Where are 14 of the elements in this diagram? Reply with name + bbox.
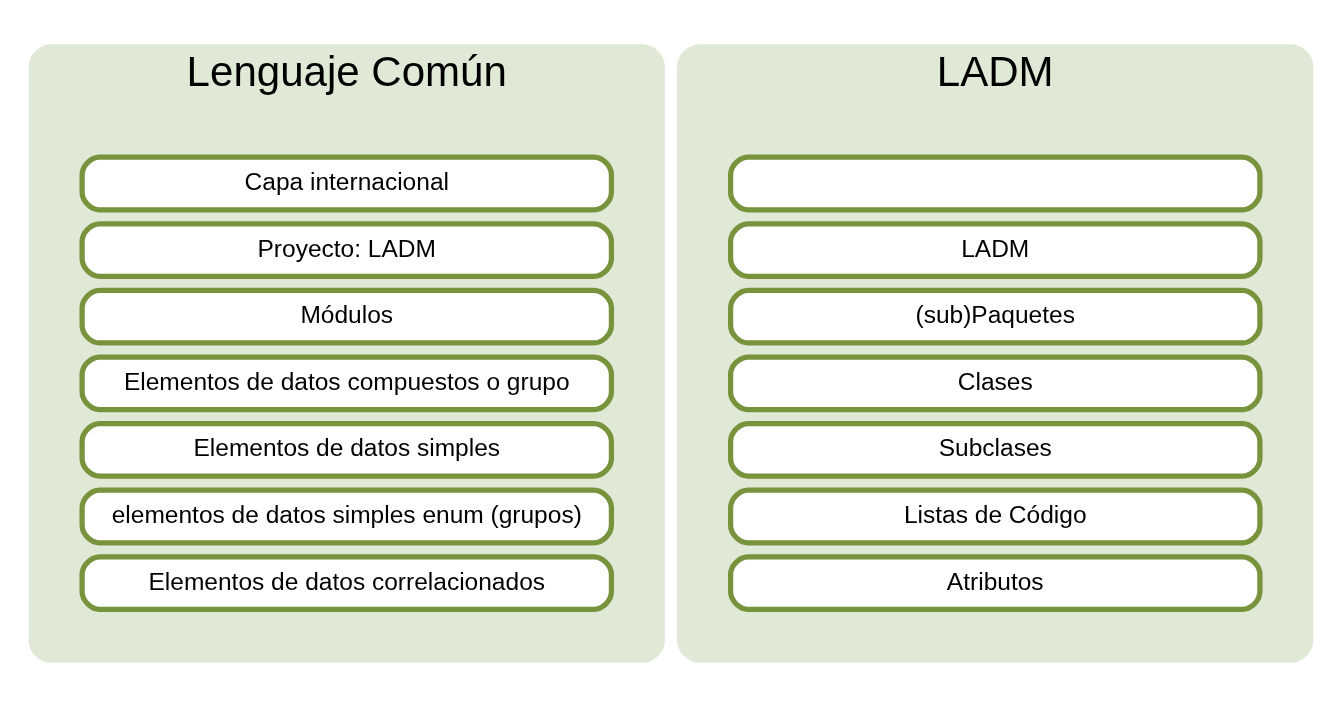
node-box: Atributos xyxy=(727,553,1263,612)
node-box: Capa internacional xyxy=(79,154,615,212)
node-box: Subclases xyxy=(727,420,1263,479)
node-box: Listas de Código xyxy=(727,487,1263,545)
node-box: Elementos de datos correlacionados xyxy=(79,553,615,612)
node-box: LADM xyxy=(727,220,1263,279)
node-box: Clases xyxy=(727,353,1263,412)
node-box: (sub)Paquetes xyxy=(727,287,1263,346)
node-box: Módulos xyxy=(79,287,615,346)
node-box: elementos de datos simples enum (grupos) xyxy=(79,487,615,545)
node-box: Proyecto: LADM xyxy=(79,220,615,279)
node-box xyxy=(727,154,1263,212)
node-box: Elementos de datos compuestos o grupo xyxy=(79,353,615,412)
node-box: Elementos de datos simples xyxy=(79,420,615,479)
